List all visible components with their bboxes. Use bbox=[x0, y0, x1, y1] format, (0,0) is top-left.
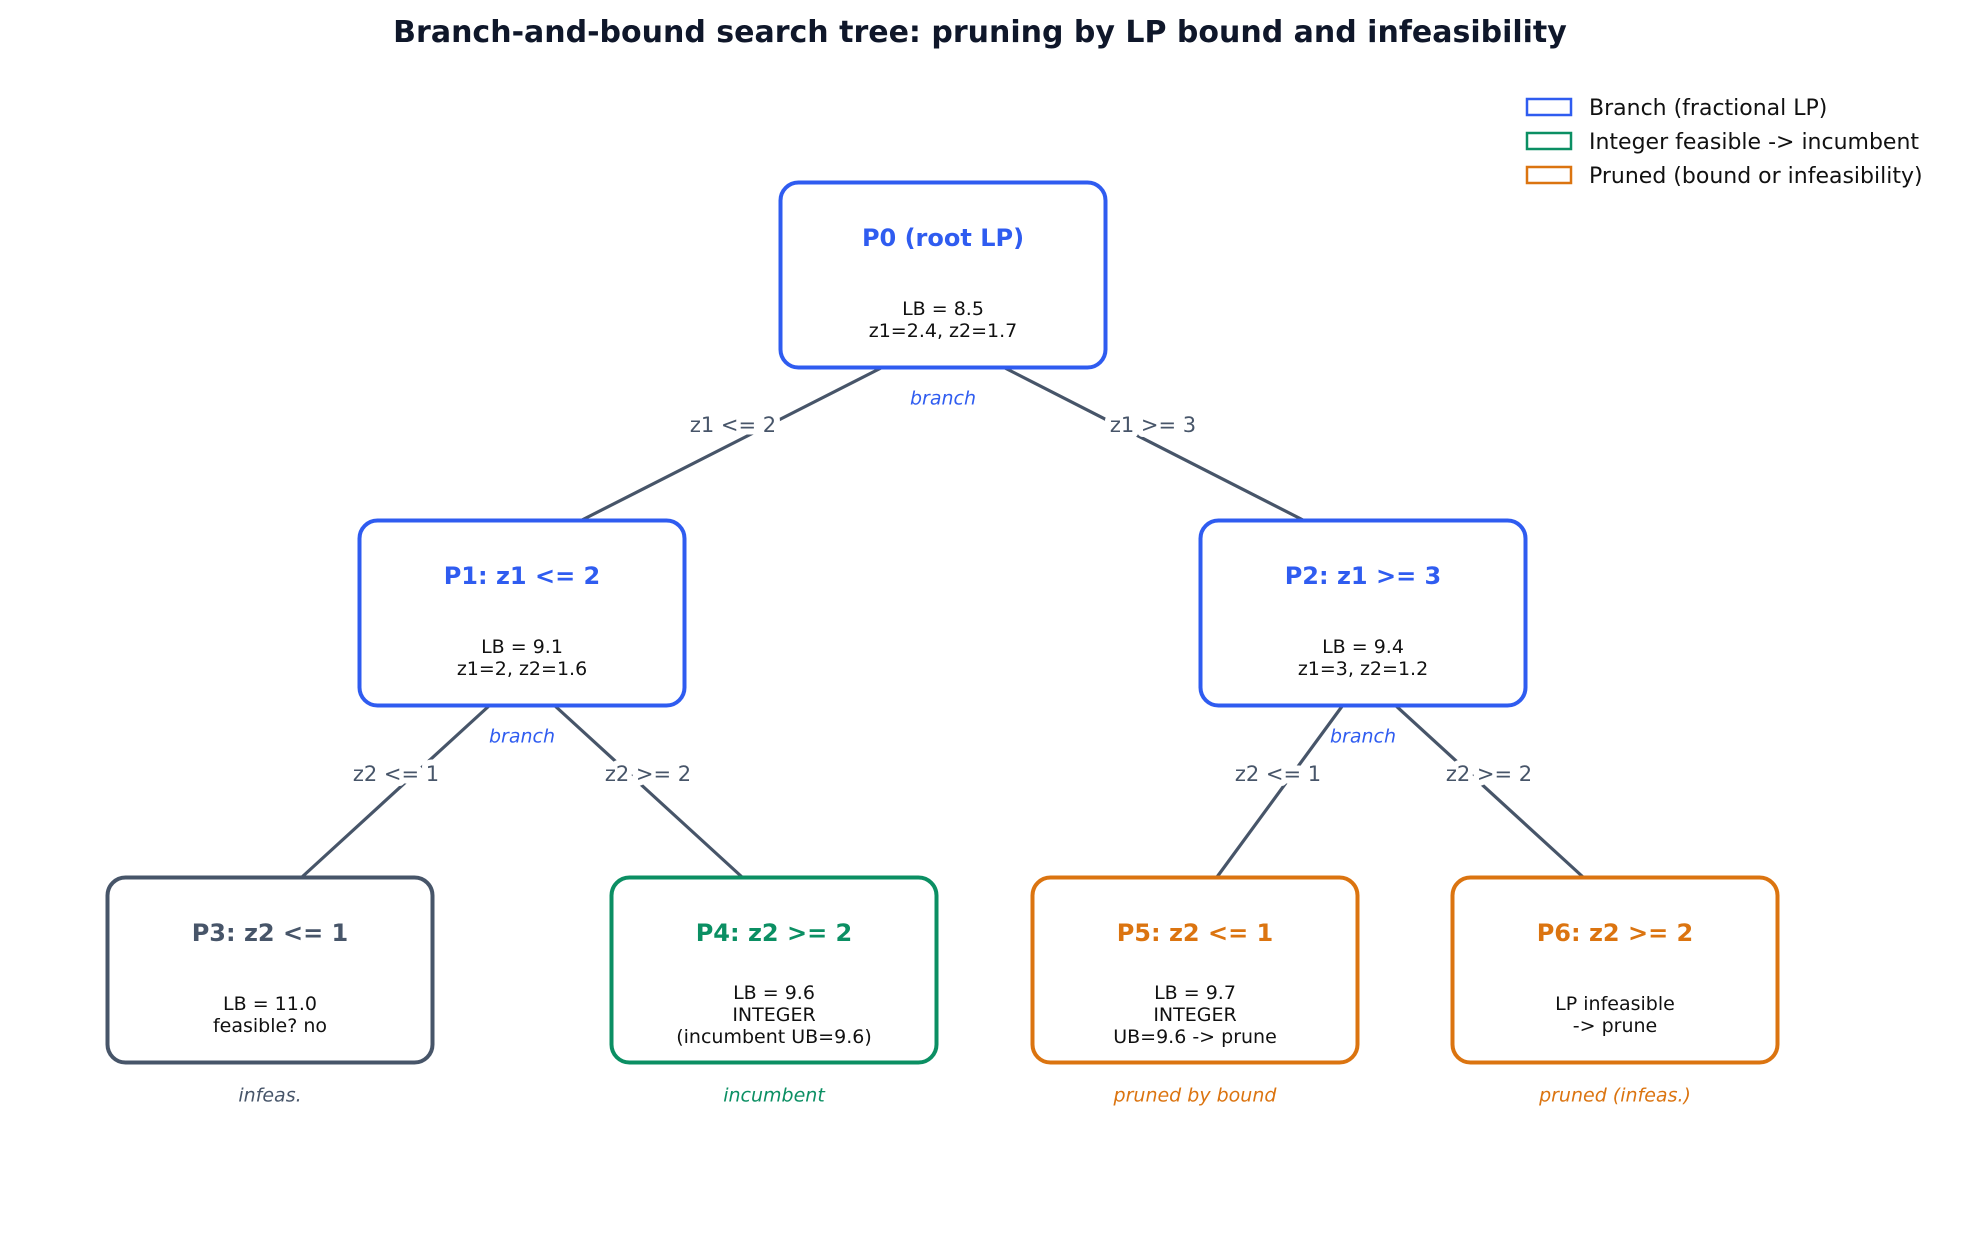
edge-label: z2 >= 2 bbox=[1446, 762, 1532, 786]
node-title: P3: z2 <= 1 bbox=[192, 919, 349, 947]
node-detail-line: z1=2.4, z2=1.7 bbox=[869, 320, 1017, 342]
edge-label: z2 >= 2 bbox=[605, 762, 691, 786]
node-detail-line: LB = 9.1 bbox=[481, 636, 563, 658]
legend-item: Branch (fractional LP) bbox=[1525, 96, 1827, 121]
node-box bbox=[1450, 875, 1780, 1065]
node-detail-line: LB = 9.4 bbox=[1322, 636, 1404, 658]
node-detail-line: -> prune bbox=[1573, 1015, 1657, 1037]
node-detail-line: LB = 9.6 bbox=[733, 982, 815, 1004]
node-detail-line: LB = 8.5 bbox=[902, 298, 984, 320]
node-box bbox=[105, 875, 435, 1065]
edge-label: z1 >= 3 bbox=[1110, 413, 1196, 437]
edge-P0-P2 bbox=[1002, 365, 1304, 522]
legend-swatch bbox=[1525, 97, 1573, 117]
node-P6: P6: z2 >= 2 LP infeasible-> prune pruned (… bbox=[1450, 875, 1780, 1107]
node-detail-line: UB=9.6 -> prune bbox=[1113, 1026, 1277, 1048]
legend-label: Pruned (bound or infeasibility) bbox=[1589, 164, 1923, 189]
node-detail-line: INTEGER bbox=[1153, 1004, 1236, 1026]
node-status-label: branch bbox=[489, 726, 555, 748]
edge-P1-P4 bbox=[552, 703, 744, 879]
diagram-title: Branch-and-bound search tree: pruning by… bbox=[393, 15, 1567, 50]
node-P1: P1: z1 <= 2 LB = 9.1z1=2, z2=1.6 branch bbox=[357, 518, 687, 748]
legend-label: Branch (fractional LP) bbox=[1589, 96, 1827, 121]
node-P2: P2: z1 >= 3 LB = 9.4z1=3, z2=1.2 branch bbox=[1198, 518, 1528, 748]
node-status-label: pruned by bound bbox=[1113, 1085, 1278, 1107]
node-detail-line: INTEGER bbox=[732, 1004, 815, 1026]
legend-item: Integer feasible -> incumbent bbox=[1525, 130, 1919, 155]
legend-swatch bbox=[1525, 131, 1573, 151]
legend-item: Pruned (bound or infeasibility) bbox=[1525, 164, 1923, 189]
node-status-label: branch bbox=[910, 388, 976, 410]
node-status-label: infeas. bbox=[238, 1085, 301, 1107]
node-box bbox=[1030, 875, 1360, 1065]
edge-P2-P5 bbox=[1215, 704, 1345, 878]
node-title: P0 (root LP) bbox=[862, 224, 1024, 252]
node-detail-line: z1=3, z2=1.2 bbox=[1298, 658, 1428, 680]
node-detail-line: LB = 11.0 bbox=[223, 993, 317, 1015]
legend: Branch (fractional LP) Integer feasible -… bbox=[1525, 96, 1923, 189]
node-title: P2: z1 >= 3 bbox=[1285, 562, 1442, 590]
node-box bbox=[357, 518, 687, 708]
node-detail-line: z1=2, z2=1.6 bbox=[457, 658, 587, 680]
edge-P1-P3 bbox=[300, 703, 492, 879]
edge-label: z2 <= 1 bbox=[1235, 762, 1321, 786]
legend-swatch bbox=[1525, 165, 1573, 185]
node-detail-line: feasible? no bbox=[213, 1015, 327, 1037]
edge-P2-P6 bbox=[1393, 703, 1585, 879]
node-status-label: incumbent bbox=[723, 1085, 826, 1107]
node-detail-line: (incumbent UB=9.6) bbox=[676, 1026, 872, 1048]
node-status-label: branch bbox=[1330, 726, 1396, 748]
node-detail-line: LP infeasible bbox=[1555, 993, 1675, 1015]
node-status-label: pruned (infeas.) bbox=[1538, 1085, 1691, 1107]
node-title: P6: z2 >= 2 bbox=[1537, 919, 1694, 947]
edge-label: z2 <= 1 bbox=[353, 762, 439, 786]
node-P0: P0 (root LP) LB = 8.5z1=2.4, z2=1.7 branch bbox=[778, 180, 1108, 410]
nodes-layer: P0 (root LP) LB = 8.5z1=2.4, z2=1.7 branch… bbox=[105, 180, 1780, 1107]
node-box bbox=[778, 180, 1108, 370]
node-box bbox=[609, 875, 939, 1065]
edge-label: z1 <= 2 bbox=[690, 413, 776, 437]
node-title: P5: z2 <= 1 bbox=[1117, 919, 1274, 947]
node-box bbox=[1198, 518, 1528, 708]
node-title: P4: z2 >= 2 bbox=[696, 919, 853, 947]
edge-P0-P1 bbox=[581, 365, 884, 522]
node-detail-line: LB = 9.7 bbox=[1154, 982, 1236, 1004]
legend-label: Integer feasible -> incumbent bbox=[1589, 130, 1919, 155]
node-title: P1: z1 <= 2 bbox=[444, 562, 601, 590]
